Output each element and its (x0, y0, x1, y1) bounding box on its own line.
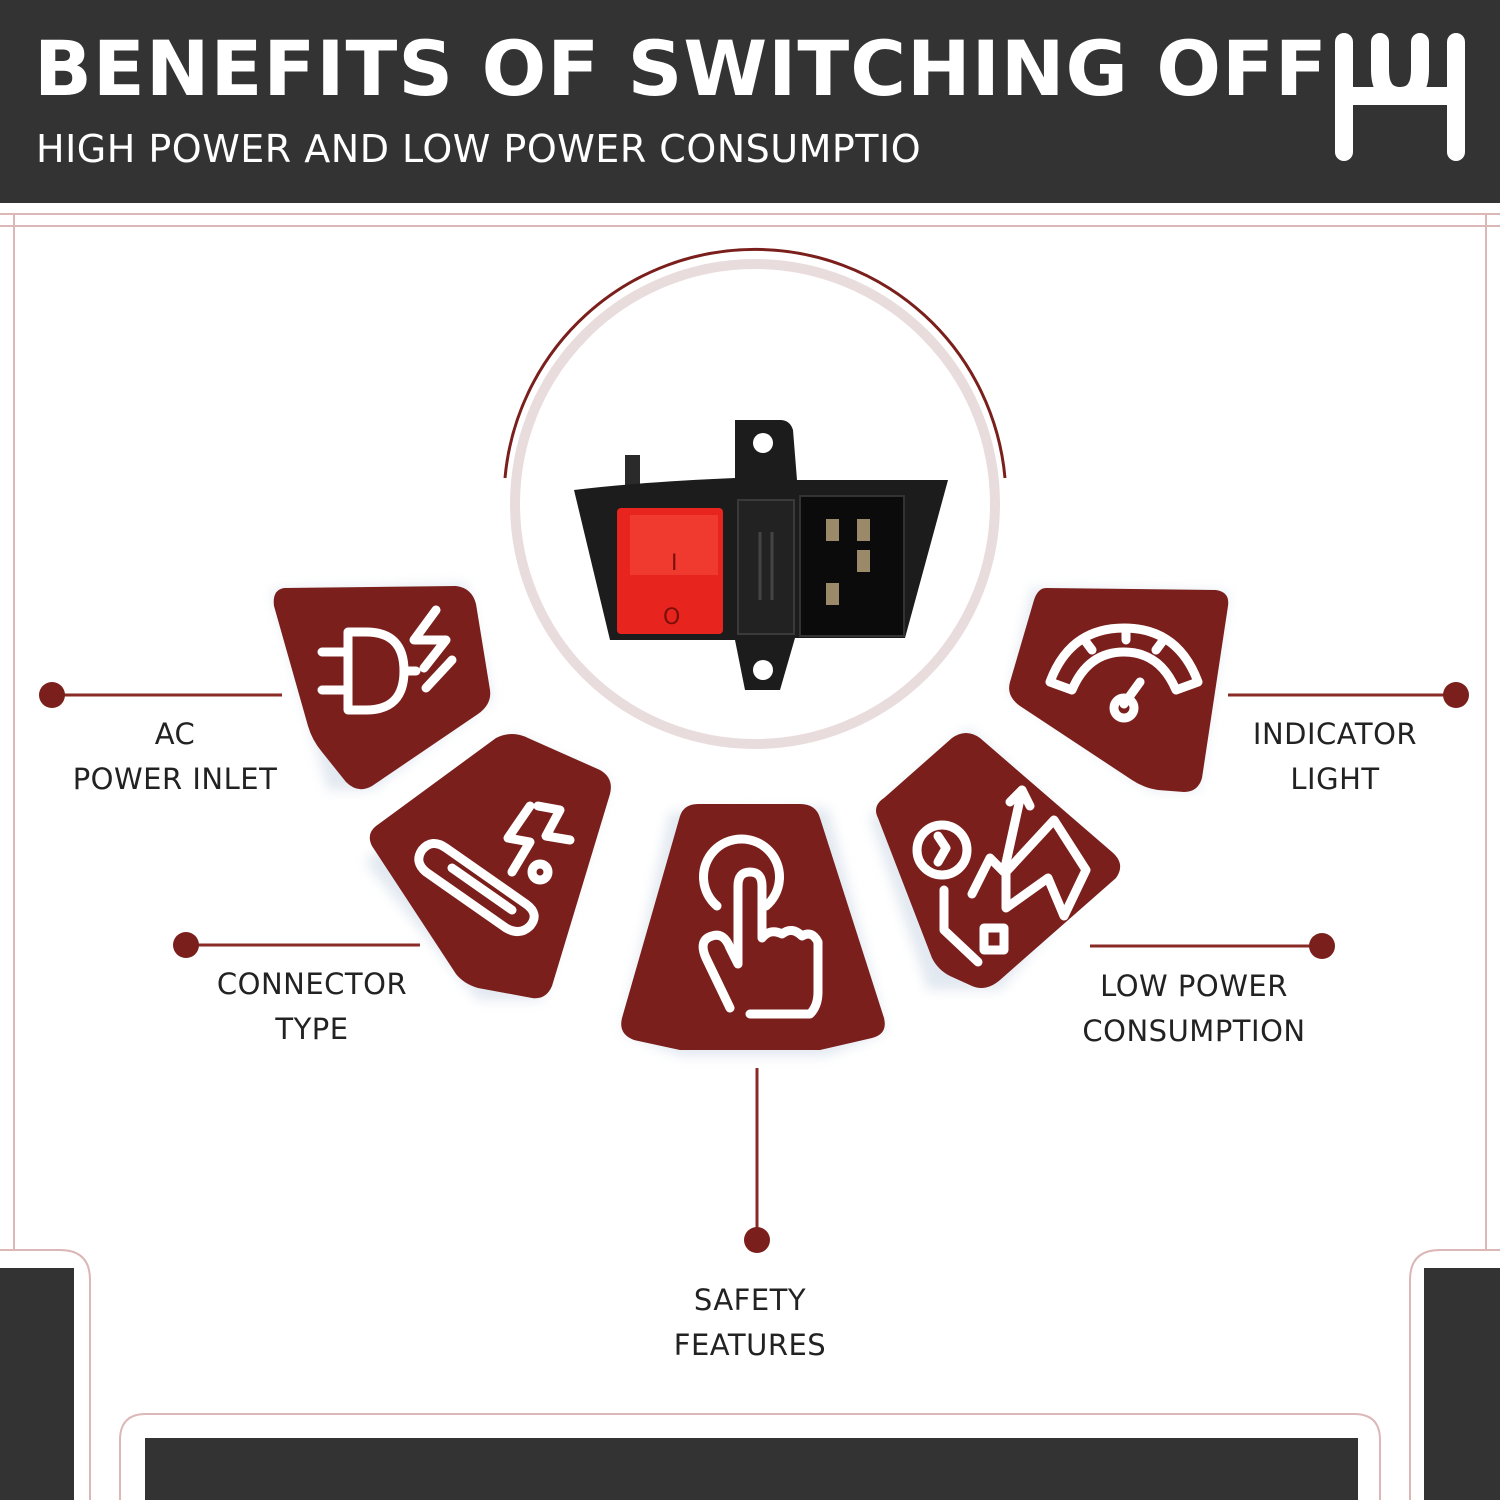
corner-block-right (1424, 1268, 1500, 1500)
connector-dots (39, 682, 1469, 1253)
page-subtitle: HIGH POWER AND LOW POWER CONSUMPTIO (36, 127, 922, 171)
label-indicator-light: INDICATOR LIGHT (1220, 712, 1450, 802)
plug-lightning-icon (317, 605, 457, 715)
page-title: BENEFITS OF SWITCHING OFF (34, 24, 1328, 113)
label-line: CONNECTOR (216, 967, 408, 1001)
label-line: LIGHT (1290, 762, 1380, 796)
header-bar: BENEFITS OF SWITCHING OFF HIGH POWER AND… (0, 0, 1500, 203)
label-line: INDICATOR (1252, 717, 1418, 751)
label-safety-features: SAFETY FEATURES (640, 1278, 860, 1368)
frame-lines (0, 213, 1500, 1500)
label-line: AC (154, 717, 196, 751)
label-line: TYPE (275, 1012, 349, 1046)
tile-connector-type (369, 734, 611, 999)
connector-lines (52, 693, 1456, 1240)
label-line: CONSUMPTION (1082, 1014, 1306, 1048)
tile-ac-power-inlet (273, 586, 491, 790)
corner-block-left (0, 1268, 74, 1500)
label-ac-power-inlet: AC POWER INLET (50, 712, 300, 802)
label-line: LOW POWER (1100, 969, 1288, 1003)
label-connector-type: CONNECTOR TYPE (196, 962, 428, 1052)
features-diagram: I O (0, 213, 1500, 1500)
power-inlet-product: I O (574, 420, 948, 690)
hand-pointer-icon (698, 834, 823, 1019)
tile-indicator-light (1009, 588, 1229, 792)
product-circle-glow (510, 259, 1000, 749)
gauge-icon (1045, 623, 1203, 723)
label-line: POWER INLET (72, 762, 278, 796)
bottom-block (145, 1438, 1358, 1500)
label-low-power-consumption: LOW POWER CONSUMPTION (1054, 964, 1334, 1054)
switch-on-mark: I (671, 551, 678, 576)
brand-logo-icon (1335, 33, 1465, 161)
product-arc (503, 247, 1007, 479)
switch-off-mark: O (663, 605, 680, 630)
power-chart-icon (912, 785, 1091, 967)
label-line: SAFETY (693, 1283, 807, 1317)
label-line: FEATURES (673, 1328, 827, 1362)
connector-lightning-icon (414, 801, 575, 936)
